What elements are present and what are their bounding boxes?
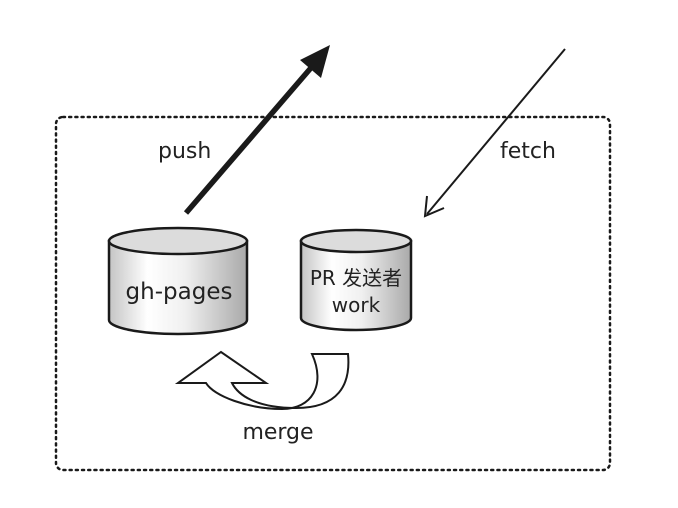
work-label-line2: work xyxy=(332,293,381,317)
merge-label: merge xyxy=(242,420,313,445)
fetch-arrow xyxy=(423,48,566,218)
merge-arrow xyxy=(174,350,350,411)
push-arrow xyxy=(183,45,330,215)
push-label: push xyxy=(158,139,211,164)
work-cylinder xyxy=(299,228,413,332)
gh-pages-cylinder xyxy=(107,226,249,336)
local-repository-boundary xyxy=(54,115,612,472)
fetch-label: fetch xyxy=(500,139,556,164)
gh-pages-label: gh-pages xyxy=(126,279,233,305)
work-label-line1: PR 发送者 xyxy=(310,266,402,290)
